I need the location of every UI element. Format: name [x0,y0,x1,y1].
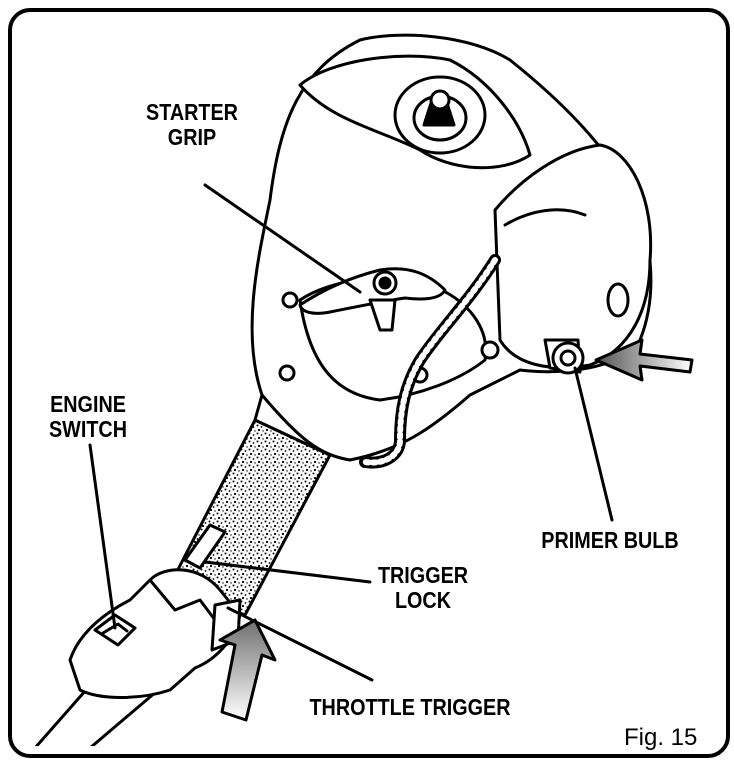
leader-throttle-trigger [226,606,374,682]
figure-caption: Fig. 15 [624,724,698,751]
engine-switch-label: ENGINE SWITCH [48,391,128,442]
leader-trigger-lock [203,560,372,584]
engine-switch [93,613,137,647]
leader-starter-grip [203,183,362,294]
throttle-trigger-label: THROTTLE TRIGGER [309,694,511,720]
starter-grip-label: STARTER GRIP [146,99,238,150]
leader-engine-switch [88,443,117,630]
arrow-throttle [218,618,277,722]
trigger-lock-part [183,523,227,570]
starter-grip [298,267,447,315]
trigger-lock-label: TRIGGER LOCK [377,562,469,613]
arrow-primer [594,338,694,382]
primer-bulb-label: PRIMER BULB [541,527,679,553]
leader-primer-bulb [573,366,614,522]
